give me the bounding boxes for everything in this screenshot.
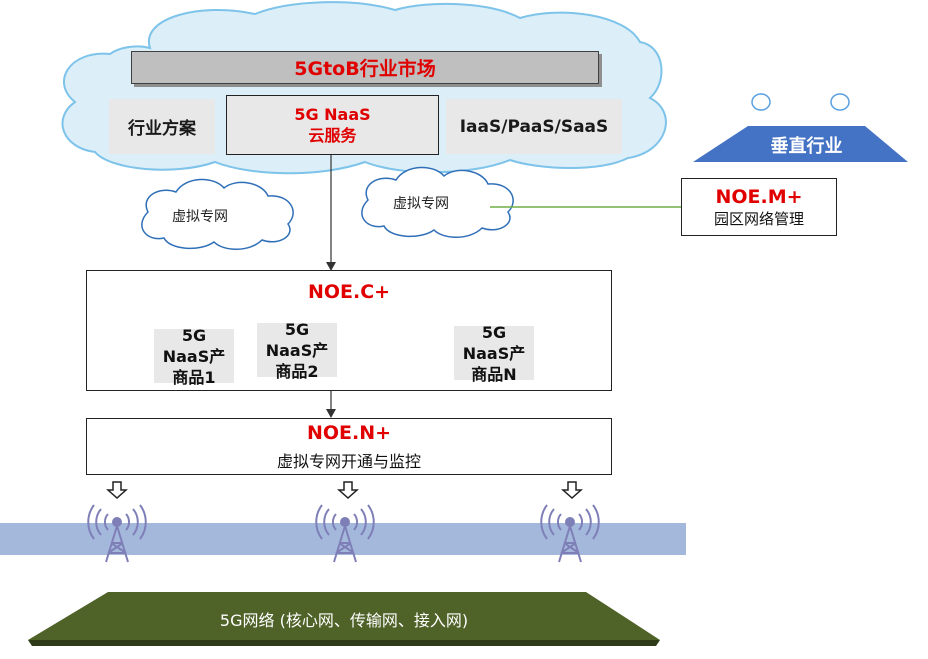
- product-line: 商品2: [275, 361, 319, 381]
- arrow-head-icon: [326, 409, 336, 418]
- down-arrow-icon: [106, 481, 583, 500]
- network-label: 5G网络 (核心网、传输网、接入网): [219, 611, 469, 630]
- vpn-cloud-icon: [361, 166, 514, 238]
- circle-icon: [751, 93, 771, 111]
- vertical-industry-label: 垂直行业: [770, 136, 843, 157]
- vertical-industry-shape: [693, 126, 908, 162]
- vpn-cloud-label-2: 虚拟专网: [393, 196, 449, 212]
- noe-n-title: NOE.N+: [306, 422, 392, 444]
- vpn-cloud-icon: [141, 178, 294, 250]
- product-line: 5G: [181, 325, 207, 345]
- access-band: [0, 523, 686, 555]
- product-line: 5G: [481, 322, 507, 342]
- noe-n-box: [86, 418, 612, 475]
- naas-product-n: 5G NaaS产 商品N: [454, 323, 534, 384]
- product-line: 商品1: [172, 367, 216, 387]
- vpn-cloud-label-1: 虚拟专网: [172, 209, 228, 225]
- network-ground-shape: [28, 592, 660, 640]
- product-line: 5G: [284, 319, 310, 339]
- noe-n-subtitle: 虚拟专网开通与监控: [276, 452, 421, 471]
- naas-line2: 云服务: [308, 126, 357, 145]
- noe-c-title: NOE.C+: [307, 281, 391, 303]
- product-line: 商品N: [471, 364, 517, 384]
- industry-solution-box: 行业方案: [109, 99, 215, 154]
- iaas-box: IaaS/PaaS/SaaS: [446, 99, 622, 154]
- market-title-bar: 5GtoB行业市场: [131, 51, 599, 84]
- product-line: NaaS产: [462, 343, 526, 363]
- naas-product-1: 5G NaaS产 商品1: [154, 326, 234, 387]
- antenna-tower-icon: [87, 504, 600, 563]
- arrow-head-icon: [326, 262, 336, 271]
- product-line: NaaS产: [265, 340, 329, 360]
- circle-icon: [830, 93, 850, 111]
- noe-m-subtitle: 园区网络管理: [713, 210, 804, 228]
- naas-product-2: 5G NaaS产 商品2: [257, 320, 337, 381]
- iaas-label: IaaS/PaaS/SaaS: [459, 116, 609, 137]
- naas-line1: 5G NaaS: [294, 105, 371, 124]
- industry-solution-label: 行业方案: [128, 119, 196, 139]
- noe-m-box: NOE.M+ 园区网络管理: [681, 178, 837, 236]
- noe-m-title: NOE.M+: [715, 186, 803, 208]
- naas-cloud-service-box: 5G NaaS 云服务: [226, 95, 439, 155]
- product-line: NaaS产: [162, 346, 226, 366]
